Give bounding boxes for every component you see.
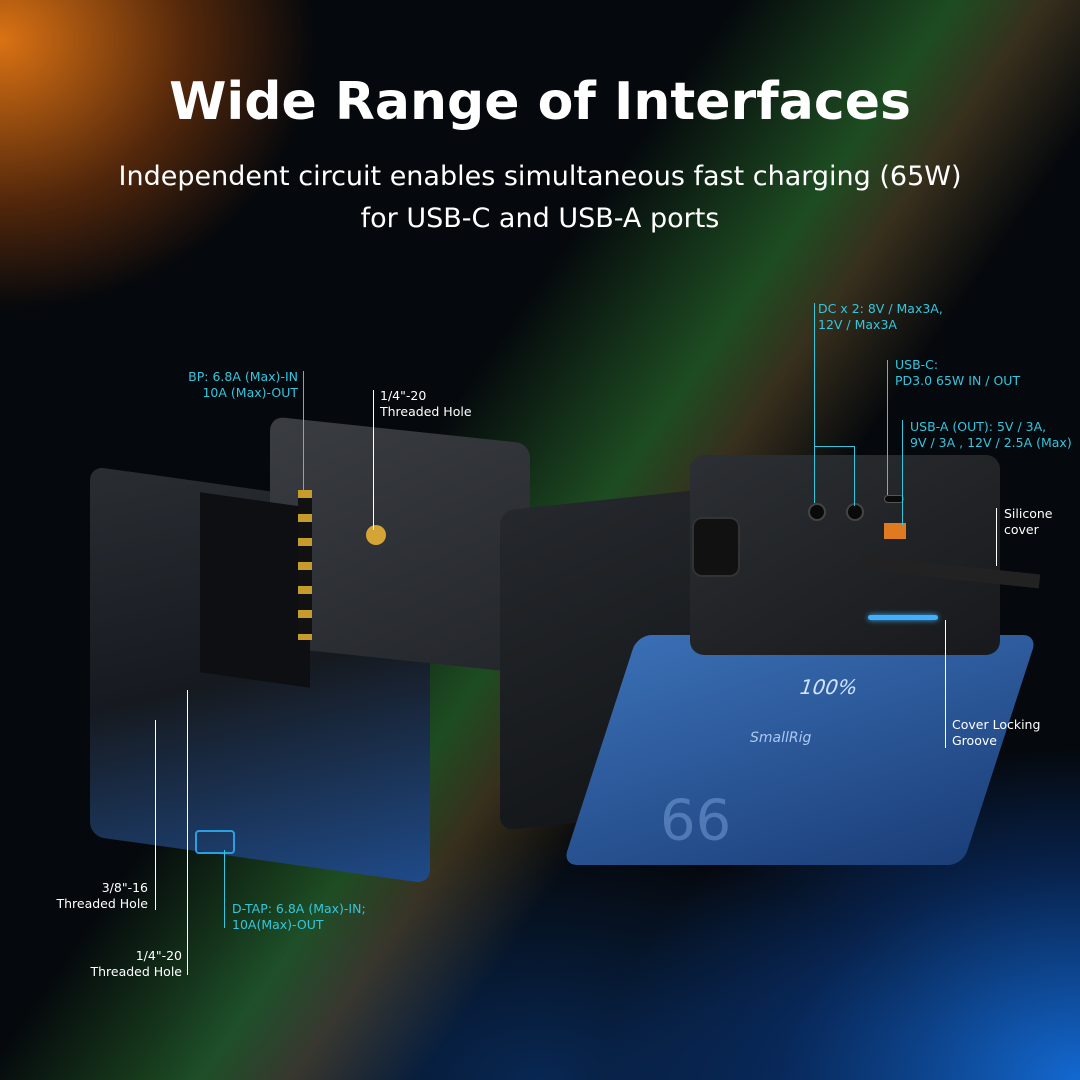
callout-text: PD3.0 65W IN / OUT bbox=[895, 373, 1021, 388]
battery-display: 100% bbox=[796, 675, 862, 699]
leader-line bbox=[155, 720, 156, 910]
battery-back-view bbox=[90, 416, 530, 884]
leader-line bbox=[373, 390, 374, 530]
page-title: Wide Range of Interfaces bbox=[169, 72, 911, 132]
usb-a-port bbox=[884, 523, 906, 539]
callout-text: USB-C: bbox=[895, 357, 939, 372]
leader-line bbox=[887, 360, 888, 495]
callout-text: BP: 6.8A (Max)-IN bbox=[188, 369, 298, 384]
callout-text: DC x 2: 8V / Max3A, bbox=[818, 301, 943, 316]
leader-line bbox=[224, 850, 225, 928]
subtitle-line-2: for USB-C and USB-A ports bbox=[360, 203, 720, 234]
threaded-hole-icon bbox=[366, 525, 386, 545]
callout-text: Threaded Hole bbox=[90, 964, 182, 979]
subtitle: Independent circuit enables simultaneous… bbox=[60, 156, 1020, 240]
callout-text: 10A (Max)-OUT bbox=[202, 385, 298, 400]
callout-dc: DC x 2: 8V / Max3A,12V / Max3A bbox=[818, 301, 943, 333]
callout-text: 9V / 3A , 12V / 2.5A (Max) bbox=[910, 435, 1072, 450]
battery-front-view: 100% SmallRig 99 bbox=[500, 455, 1041, 885]
callout-text: Threaded Hole bbox=[56, 896, 148, 911]
leader-line bbox=[303, 371, 304, 496]
callout-text: Groove bbox=[952, 733, 997, 748]
dtap-port bbox=[195, 830, 235, 854]
callout-text: Threaded Hole bbox=[380, 404, 472, 419]
bp-pins bbox=[298, 490, 312, 640]
v-mount-plate bbox=[200, 492, 310, 688]
power-button bbox=[692, 517, 740, 577]
dc-port bbox=[846, 503, 864, 521]
subtitle-line-1: Independent circuit enables simultaneous… bbox=[118, 161, 962, 192]
callout-usb-c: USB-C:PD3.0 65W IN / OUT bbox=[895, 357, 1020, 389]
callout-text: D-TAP: 6.8A (Max)-IN; bbox=[232, 901, 366, 916]
callout-text: 10A(Max)-OUT bbox=[232, 917, 324, 932]
leader-line bbox=[854, 446, 855, 506]
dc-port bbox=[808, 503, 826, 521]
callout-text: 3/8"-16 bbox=[101, 880, 148, 895]
callout-text: 1/4"-20 bbox=[380, 388, 427, 403]
leader-line bbox=[187, 690, 188, 975]
leader-line bbox=[814, 303, 815, 503]
usb-c-port bbox=[884, 495, 904, 503]
leader-line bbox=[996, 508, 997, 566]
leader-line bbox=[902, 420, 903, 525]
callout-text: Silicone bbox=[1004, 506, 1053, 521]
model-number: 99 bbox=[660, 785, 732, 850]
leader-line bbox=[814, 446, 854, 447]
callout-usb-a: USB-A (OUT): 5V / 3A,9V / 3A , 12V / 2.5… bbox=[910, 419, 1072, 451]
brand-logo: SmallRig bbox=[750, 730, 812, 746]
callout-text: USB-A (OUT): 5V / 3A, bbox=[910, 419, 1047, 434]
cover-locking-groove bbox=[868, 615, 938, 620]
callout-text: 12V / Max3A bbox=[818, 317, 897, 332]
leader-line bbox=[945, 620, 946, 748]
callout-text: cover bbox=[1004, 522, 1039, 537]
callout-dtap: D-TAP: 6.8A (Max)-IN;10A(Max)-OUT bbox=[232, 901, 366, 933]
callout-text: Cover Locking bbox=[952, 717, 1041, 732]
callout-text: 1/4"-20 bbox=[135, 948, 182, 963]
